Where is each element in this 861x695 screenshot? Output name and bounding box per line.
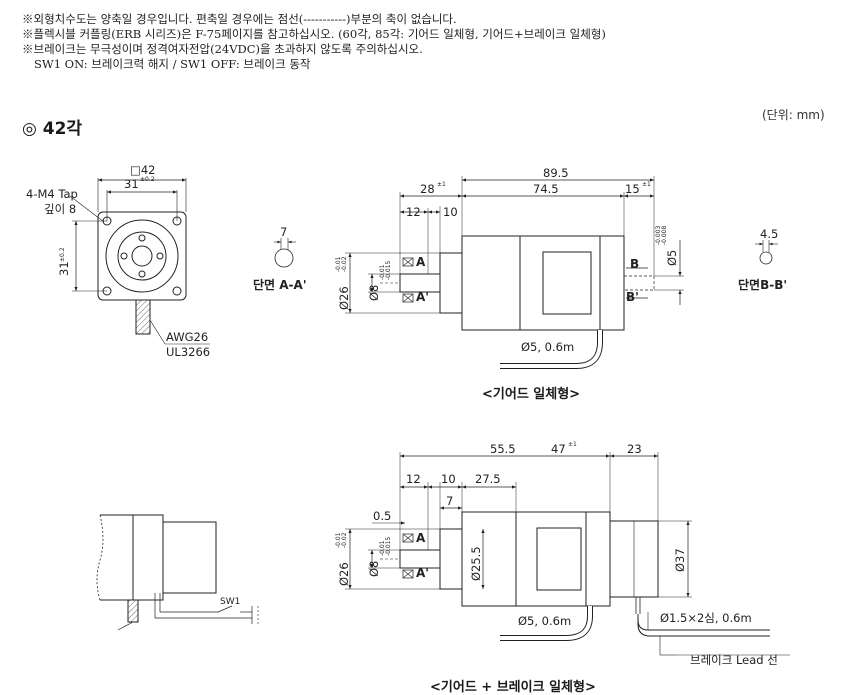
svg-text:-0.008: -0.008 xyxy=(661,225,668,245)
brake-caption: <기어드 + 브레이크 일체형> xyxy=(430,680,596,695)
section-a-width: 7 xyxy=(280,225,287,239)
brake-cable: Ø5, 0.6m xyxy=(518,614,571,628)
switch-label: SW1 xyxy=(220,597,240,607)
section-b-label: 단면B-B' xyxy=(738,277,787,292)
geared-cable: Ø5, 0.6m xyxy=(521,340,574,354)
brake-d275: 27.5 xyxy=(475,472,501,486)
section-title: ◎ 42각 xyxy=(22,119,83,139)
geared-d15: 15 xyxy=(625,182,640,196)
note-1: ※외형치수도는 양축일 경우입니다. 편축일 경우에는 점선(---------… xyxy=(22,12,457,26)
brake-mark-a2: A' xyxy=(416,566,429,580)
unit-label: (단위: mm) xyxy=(762,108,825,122)
pitch-v-tol: ±0.2 xyxy=(59,247,66,262)
wire-ul: UL3266 xyxy=(166,345,210,359)
svg-text:±1: ±1 xyxy=(642,181,651,188)
section-b-width: 4.5 xyxy=(760,227,778,241)
geared-mark-a2: A' xyxy=(416,290,429,304)
wire-awg: AWG26 xyxy=(166,330,208,344)
brake-gear-body xyxy=(461,511,611,607)
svg-text:-0.015: -0.015 xyxy=(385,260,392,280)
note-2: ※플렉시블 커플링(ERB 시리즈)은 F-75페이지를 참고하십시오. (60… xyxy=(22,27,606,41)
section-bb xyxy=(755,240,778,265)
brake-d47: 47 xyxy=(551,442,566,456)
svg-text:-0.015: -0.015 xyxy=(385,536,392,556)
svg-text:-0.01: -0.01 xyxy=(379,540,386,556)
geared-total-dim: 89.5 xyxy=(543,166,569,180)
note-3: ※브레이크는 무극성이며 정격여자전압(24VDC)을 초과하지 않도록 주의하… xyxy=(22,42,423,56)
section-a-label: 단면 A-A' xyxy=(253,277,307,292)
section-aa xyxy=(274,238,296,268)
front-cable xyxy=(135,299,151,335)
brake-d555: 55.5 xyxy=(490,442,516,456)
notes: ※외형치수도는 양축일 경우입니다. 편축일 경우에는 점선(---------… xyxy=(22,12,606,72)
svg-text:-0.01: -0.01 xyxy=(335,256,342,272)
geared-mark-b: B xyxy=(630,257,639,271)
brake-cable2: Ø1.5×2심, 0.6m xyxy=(660,611,752,625)
geared-d12: 12 xyxy=(406,205,421,219)
svg-text:-0.01: -0.01 xyxy=(379,264,386,280)
brake-d7: 7 xyxy=(446,494,453,508)
geared-dia8: Ø8 xyxy=(367,285,381,301)
rear-shaft xyxy=(623,275,655,291)
brake-d12: 12 xyxy=(406,472,421,486)
tap-label: 4-M4 Tap xyxy=(26,187,78,201)
depth-label: 깊이 8 xyxy=(44,202,76,216)
svg-text:±1: ±1 xyxy=(568,441,577,448)
svg-text:±1: ±1 xyxy=(437,181,446,188)
geared-d28: 28 xyxy=(420,182,435,196)
geared-mark-b2: B' xyxy=(626,290,639,304)
geared-caption: <기어드 일체형> xyxy=(482,387,581,402)
brake-dia37: Ø37 xyxy=(673,548,687,572)
svg-text:-0.02: -0.02 xyxy=(341,532,348,548)
pitch-v-dim: 31 xyxy=(57,261,71,276)
brake-d05: 0.5 xyxy=(373,509,391,523)
brake-dia26: Ø26 xyxy=(337,562,351,586)
brake-d10: 10 xyxy=(441,472,456,486)
geared-d10: 10 xyxy=(443,205,458,219)
note-4: SW1 ON: 브레이크력 해지 / SW1 OFF: 브레이크 동작 xyxy=(34,57,311,71)
brake-side-view xyxy=(345,452,790,656)
hub-circle xyxy=(117,231,167,281)
geared-dia5: Ø5 xyxy=(665,250,679,266)
brake-mark-a: A xyxy=(416,531,426,545)
pitch-tol: ±0.2 xyxy=(140,176,155,183)
svg-text:-0.003: -0.003 xyxy=(655,225,662,245)
geared-d745: 74.5 xyxy=(533,182,559,196)
brake-side-detail xyxy=(96,514,259,631)
geared-mark-a: A xyxy=(416,255,426,269)
svg-text:-0.02: -0.02 xyxy=(341,256,348,272)
pitch-dim: 31 xyxy=(124,177,139,191)
shaft-circle xyxy=(131,245,153,267)
square-dim: □42 xyxy=(130,163,156,177)
geared-dia26: Ø26 xyxy=(337,286,351,310)
flange-square xyxy=(97,211,187,301)
brake-dia255: Ø25.5 xyxy=(469,546,483,581)
mount-circle xyxy=(105,219,179,293)
brake-dia8: Ø8 xyxy=(367,561,381,577)
brake-lead: 브레이크 Lead 선 xyxy=(690,653,778,667)
brake-d23: 23 xyxy=(627,442,642,456)
svg-text:-0.01: -0.01 xyxy=(335,532,342,548)
geared-side-view xyxy=(345,176,684,369)
front-view xyxy=(69,178,210,345)
